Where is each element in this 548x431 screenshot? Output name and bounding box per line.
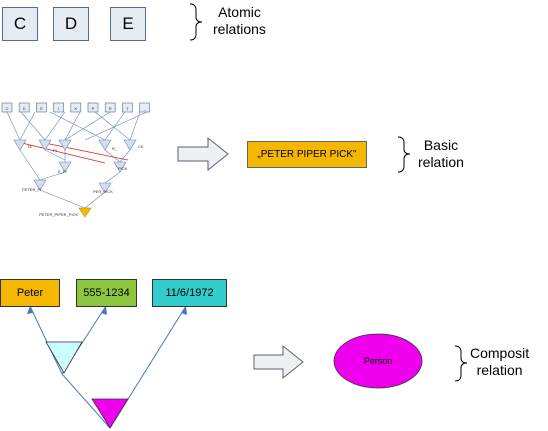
mini-letter: T [126,106,129,111]
person-label: Person [363,356,393,366]
basic-label-line2: relation [418,154,464,170]
mini-label: R_ [112,146,118,151]
basic-relation-result: „PETER PIPER PICK" [247,141,367,168]
mini-letter: E [40,106,43,111]
arrow-basic [177,136,229,172]
mini-letter-box [104,102,116,113]
mini-letter-box [18,102,30,113]
mini-label: PETER_PI [22,187,41,192]
atomic-label-line1: Atomic [218,4,261,20]
brace-composite [454,345,468,382]
mini-letter: D [23,106,26,111]
basic-label: Basic relation [418,137,464,171]
mini-label: CK [138,144,144,149]
mini-letter-box [139,102,150,113]
mini-label: PETER_PIPER_PICK [39,212,78,217]
mini-letter-box [87,102,99,113]
mini-letter: C [6,106,9,111]
field-name: Peter [0,279,60,307]
brace-basic [397,136,411,173]
mini-label: PER_PICK [93,189,113,194]
person-node [333,333,423,389]
mini-letter: I [58,106,59,111]
mini-letter-box [36,102,47,113]
mini-label: E_PI [58,169,67,174]
mini-letter: _ [142,106,146,111]
join-triangle-big [91,398,129,429]
mini-label: PI [53,148,57,153]
mini-letter-box [70,102,82,113]
mini-letter-box [53,102,64,113]
composite-label-line2: relation [476,362,523,378]
mini-label: PICK [118,166,128,171]
composite-label: Composit relation [470,345,529,379]
mini-letter: K [74,106,77,111]
composite-label-line1: Composit [470,345,530,361]
mini-diagram: C D E I K P R T _ [1,102,150,218]
atomic-label: Atomic relations [213,4,266,38]
mini-letter-box [122,102,133,113]
field-birthdate: 11/6/1972 [152,279,227,307]
atomic-box-e: E [110,7,146,41]
atomic-label-line2: relations [213,21,266,37]
atomic-box-c: C [2,7,38,41]
atomic-box-d: D [53,7,89,41]
arrow-composite [253,344,304,380]
basic-label-line1: Basic [423,137,459,153]
join-triangle-small [45,341,83,374]
mini-letter: R [109,106,112,111]
field-phone: 555-1234 [76,279,137,307]
brace-atomic [189,3,203,41]
mini-letter: P [92,106,95,111]
mini-result-triangle [78,207,92,218]
mini-label: TE [27,144,32,149]
